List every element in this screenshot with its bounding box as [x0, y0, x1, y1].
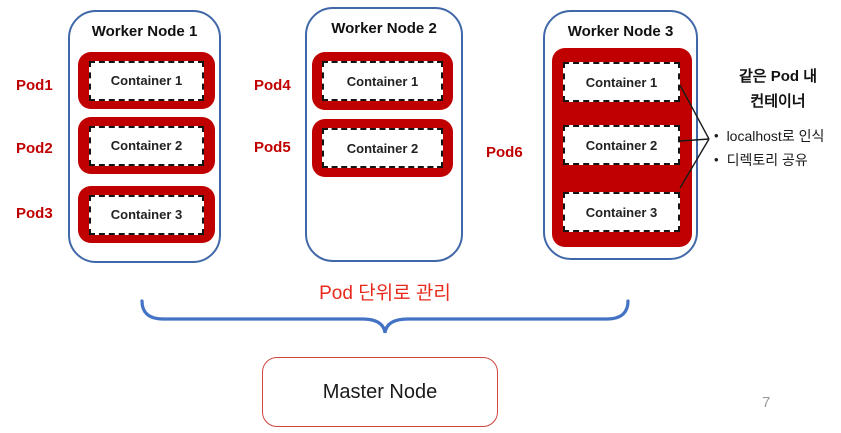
pod4-container-1: Container 1 — [322, 61, 443, 101]
pod2-label: Pod2 — [16, 140, 53, 157]
pod-2: Container 2 — [78, 117, 215, 174]
bullet-item: • localhost로 인식 — [712, 124, 841, 148]
pod6-container-2: Container 2 — [563, 125, 680, 165]
pod6-container-3: Container 3 — [563, 192, 680, 232]
annotation-title-line2: 컨테이너 — [750, 93, 806, 110]
annotation-bullets: • localhost로 인식 • 디렉토리 공유 — [712, 124, 841, 172]
bullet-icon: • — [714, 128, 719, 143]
pod-4: Container 1 — [312, 52, 453, 110]
bullet-text-localhost: localhost로 인식 — [726, 128, 825, 144]
pod3-container-1: Container 3 — [89, 194, 204, 235]
pod-5: Container 2 — [312, 119, 453, 177]
pod1-container-1: Container 1 — [89, 60, 204, 101]
pod5-label: Pod5 — [254, 139, 291, 156]
annotation-title-line1: 같은 Pod 내 — [738, 68, 818, 85]
pod-1: Container 1 — [78, 52, 215, 109]
master-node: Master Node — [262, 357, 498, 427]
pod-3: Container 3 — [78, 186, 215, 243]
page-number: 7 — [762, 394, 771, 411]
pod6-container-1: Container 1 — [563, 62, 680, 102]
pod1-label: Pod1 — [16, 77, 53, 94]
annotation-title: 같은 Pod 내 컨테이너 — [712, 64, 841, 114]
pod4-label: Pod4 — [254, 77, 291, 94]
pod-6: Container 1 Container 2 Container 3 — [552, 48, 692, 247]
master-node-label: Master Node — [322, 380, 438, 403]
bullet-icon: • — [714, 152, 719, 167]
curly-brace — [140, 299, 630, 334]
pod3-label: Pod3 — [16, 205, 53, 222]
pod6-label: Pod6 — [486, 144, 523, 161]
worker-node-1-title: Worker Node 1 — [91, 23, 198, 40]
pod-management-caption: Pod 단위로 관리 — [319, 283, 451, 304]
bullet-text-directory: 디렉토리 공유 — [726, 152, 808, 168]
worker-node-3-title: Worker Node 3 — [567, 23, 674, 40]
bullet-item: • 디렉토리 공유 — [712, 148, 841, 172]
worker-node-2-title: Worker Node 2 — [331, 20, 437, 37]
pod5-container-1: Container 2 — [322, 128, 443, 168]
pod2-container-1: Container 2 — [89, 125, 204, 166]
